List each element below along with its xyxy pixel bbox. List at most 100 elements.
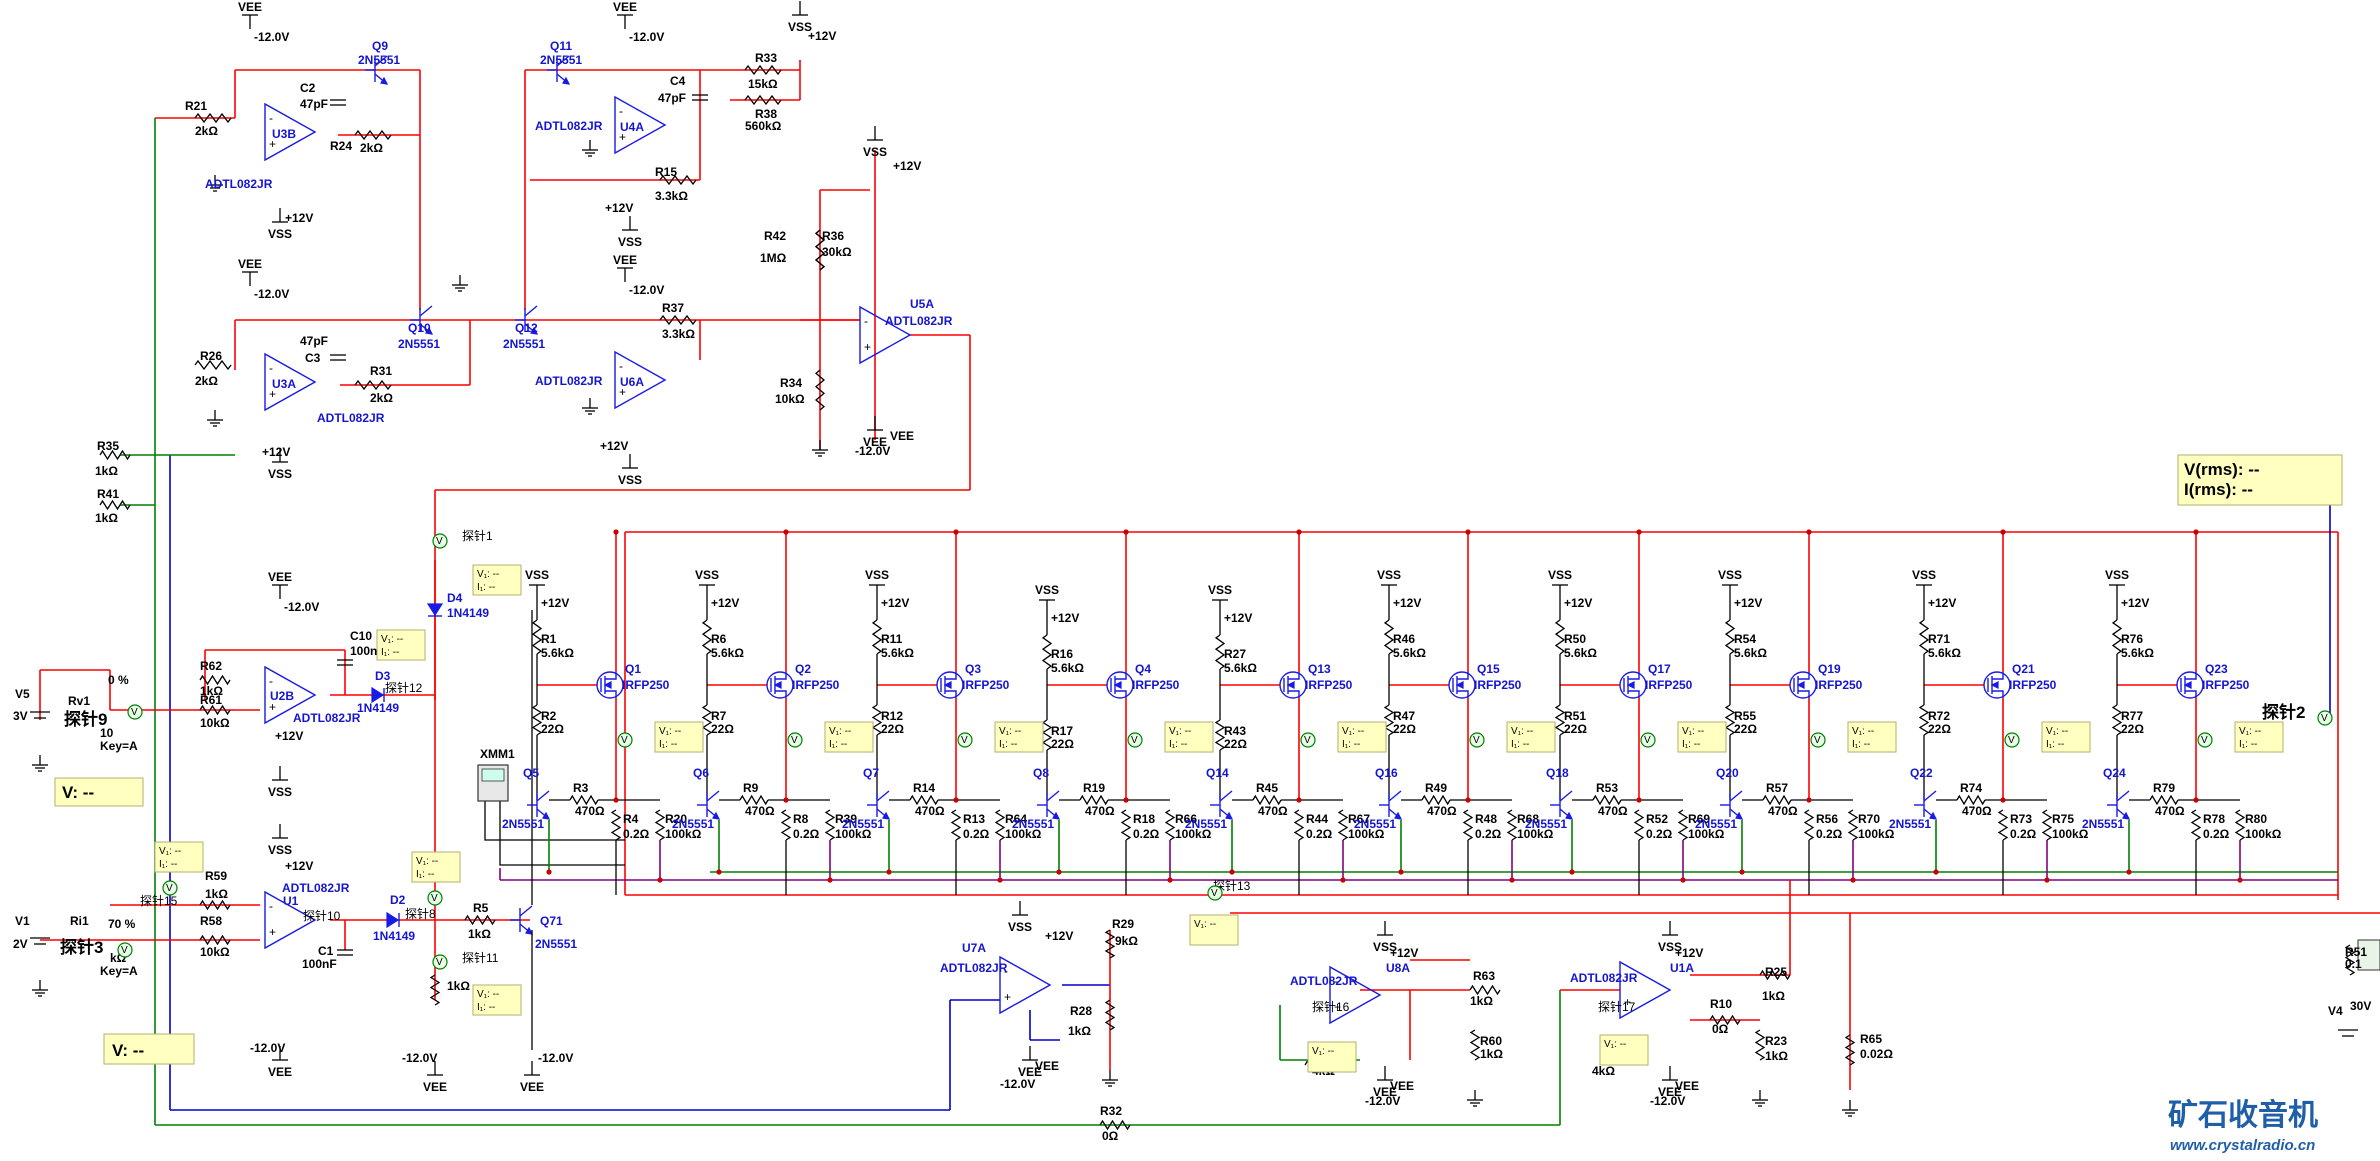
label: R24 — [330, 139, 352, 153]
label: R61 — [200, 693, 222, 707]
npn-transistor-icon — [2116, 790, 2130, 802]
mosfet-icon — [1279, 671, 1307, 699]
stage-rs-value: 0.2Ω — [1306, 827, 1333, 841]
resistor-icon — [531, 704, 543, 736]
stage-rs-value: 0.2Ω — [2203, 827, 2230, 841]
probe-small: V₁: --I₁: -- — [1337, 721, 1387, 753]
rail-voltage: -12.0V — [254, 30, 289, 44]
probe-pin-label: V — [1304, 735, 1311, 746]
npn-transistor-icon — [1729, 790, 1743, 802]
junction-dot — [2193, 797, 2199, 803]
stage-npn-type: 2N5551 — [1012, 817, 1054, 831]
stage-mosfet-label: Q15 — [1477, 662, 1500, 676]
probe-pin-icon — [957, 732, 973, 748]
label: 2N5551 — [503, 337, 545, 351]
probe-pin-label: V — [1644, 735, 1651, 746]
probe-i: I₁: -- — [829, 739, 847, 750]
stage-rail-voltage: +12V — [1928, 596, 1956, 610]
resistor-icon — [1918, 619, 1930, 655]
mosfet-arrow-icon — [1455, 681, 1464, 689]
label: 70 % — [108, 917, 136, 931]
npn-transistor-icon — [419, 305, 433, 317]
label: 1kΩ — [447, 979, 470, 993]
stage-mosfet-label: Q13 — [1308, 662, 1331, 676]
label: 30kΩ — [822, 245, 852, 259]
probe-v: V₁: -- — [1511, 726, 1533, 737]
mosfet-icon — [1798, 690, 1810, 698]
probe-pin-icon — [427, 890, 443, 906]
junction-dot — [827, 877, 833, 883]
probe-small: V₁: --I₁: -- — [994, 721, 1044, 753]
junction-dot — [1806, 529, 1812, 535]
probe-box — [994, 721, 1044, 753]
label: R35 — [97, 439, 119, 453]
stage-rl-value: 100kΩ — [1005, 827, 1042, 841]
label: +12V — [808, 29, 836, 43]
label: +12V — [600, 439, 628, 453]
stage-rtop-value: 5.6kΩ — [881, 646, 914, 660]
stage-mosfet-type: IRFP250 — [1474, 678, 1522, 692]
junction-dot — [783, 529, 789, 535]
label: ADTL082JR — [317, 411, 385, 425]
label: +12V — [1390, 946, 1418, 960]
stage-rl-label: R39 — [835, 812, 857, 826]
probe-pin-label: V — [791, 735, 798, 746]
opamp-icon — [859, 305, 912, 365]
stage-rg-value: 22Ω — [2121, 722, 2144, 736]
rail-name: VEE — [268, 570, 292, 584]
stage-rb-label: R53 — [1596, 781, 1618, 795]
npn-transistor-icon — [1046, 790, 1060, 802]
resistor-icon — [659, 174, 697, 186]
stage-rs-label: R44 — [1306, 812, 1328, 826]
mosfet-icon — [945, 690, 957, 698]
stage-rg-value: 22Ω — [1564, 722, 1587, 736]
stage-rtop-value: 5.6kΩ — [2121, 646, 2154, 660]
rail-voltage: -12.0V — [254, 287, 289, 301]
stage-rail-name: VSS — [2105, 568, 2129, 582]
stage-mosfet-type: IRFP250 — [1645, 678, 1693, 692]
resistor-icon — [871, 619, 883, 655]
stage-rg-label: R17 — [1051, 724, 1073, 738]
resistor-icon — [2111, 619, 2123, 655]
probe-i: I₁: -- — [1169, 739, 1187, 750]
rail-name: VEE — [268, 1065, 292, 1079]
stage-rs-label: R8 — [793, 812, 809, 826]
label: VEE — [1390, 1079, 1414, 1093]
npn-arrow-icon — [380, 76, 389, 85]
resistor-icon — [744, 64, 782, 76]
opamp-minus: - — [1004, 964, 1008, 978]
probe-pin-label: V — [2321, 713, 2328, 724]
stage-rl-label: R68 — [1517, 812, 1539, 826]
stage-rs-label: R4 — [623, 812, 639, 826]
probe-v: V₁: -- — [1852, 726, 1874, 737]
rail-name: VEE — [1018, 1065, 1042, 1079]
multimeter-readout[interactable]: V(rms): -- I(rms): -- — [2177, 454, 2343, 506]
probe-left-top[interactable]: V: -- — [54, 777, 144, 807]
probe-left-bottom[interactable]: V: -- — [103, 1033, 195, 1065]
opamp-plus: + — [269, 925, 276, 939]
label: 0 % — [108, 673, 129, 687]
stage-rg-label: R12 — [881, 709, 903, 723]
resistor-icon — [531, 619, 543, 655]
npn-transistor-icon — [1219, 790, 1233, 802]
label: 2kΩ — [195, 374, 218, 388]
stage-mosfet-label: Q2 — [795, 662, 811, 676]
stage-mosfet-label: Q19 — [1818, 662, 1841, 676]
stage-rb-label: R74 — [1960, 781, 1982, 795]
diode-icon — [426, 603, 444, 617]
stage-npn-label: Q16 — [1375, 766, 1398, 780]
resistor-icon — [1506, 809, 1518, 841]
junction-dot — [1739, 869, 1745, 875]
label: 3.3kΩ — [662, 327, 695, 341]
probe-left-top-value: V: -- — [62, 783, 94, 802]
resistor-icon — [824, 809, 836, 841]
rail-name: VEE — [1658, 1085, 1682, 1099]
rail-name: VSS — [863, 145, 887, 159]
opamp-minus: - — [269, 674, 273, 688]
stage-rl-label: R66 — [1175, 812, 1197, 826]
probe-pin-icon — [787, 732, 803, 748]
stage-mosfet-type: IRFP250 — [622, 678, 670, 692]
stage-rl-value: 100kΩ — [835, 827, 872, 841]
